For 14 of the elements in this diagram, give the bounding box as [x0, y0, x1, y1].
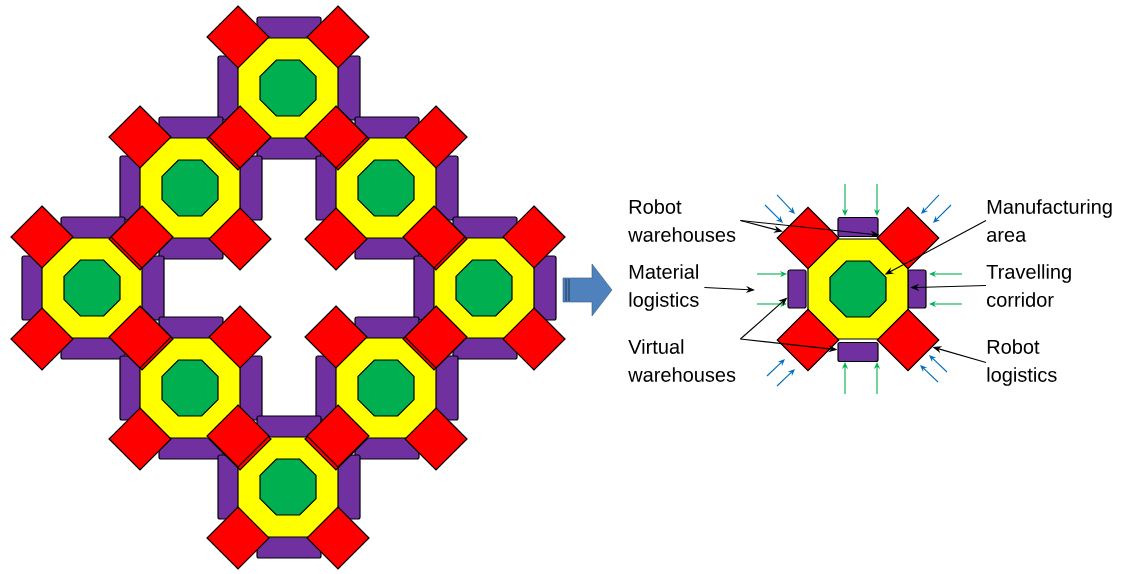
corridor-bar	[837, 341, 879, 363]
callout-label: Robot warehouses	[628, 199, 736, 242]
warehouse-diamond	[776, 206, 840, 270]
warehouse-diamond	[876, 206, 940, 270]
callout-label: Material logistics	[629, 264, 699, 311]
area-octagon	[829, 260, 887, 318]
warehouse-diamond	[876, 308, 940, 372]
corridor-bar	[837, 216, 879, 238]
callout-label: Travelling corridor	[986, 264, 1071, 307]
callout-label: Manufacturing area	[987, 199, 1112, 242]
callout-label: Virtual warehouses	[628, 339, 736, 382]
warehouse-diamond	[776, 308, 840, 372]
corridor-bar	[787, 269, 807, 309]
callout-label: Robot logistics	[987, 339, 1057, 386]
